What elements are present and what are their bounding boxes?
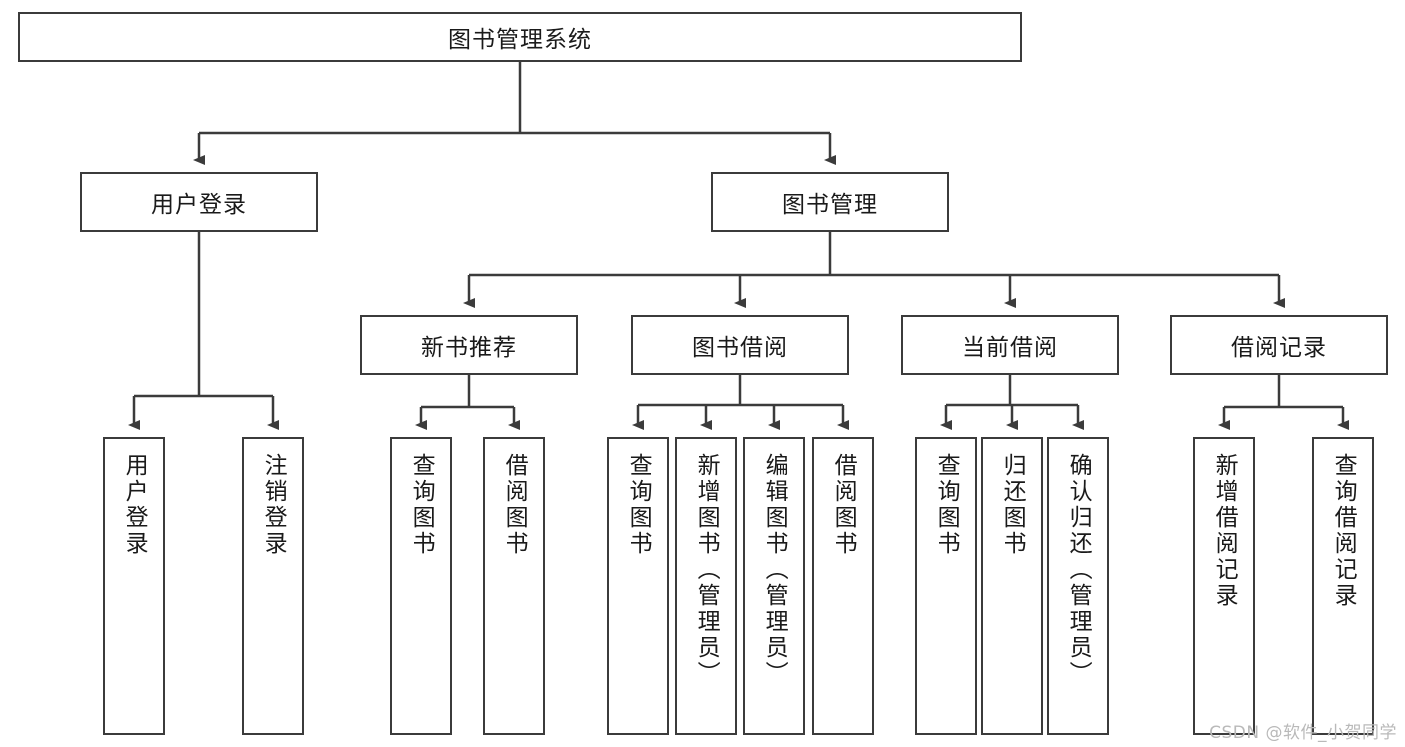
node-label: 编辑图书（管理员） [761,453,788,687]
leaf-record-add[interactable]: 新增借阅记录 [1193,437,1255,735]
node-label: 查询图书 [625,453,652,557]
leaf-borrow-edit-book-admin[interactable]: 编辑图书（管理员） [743,437,805,735]
leaf-new-book-query[interactable]: 查询图书 [390,437,452,735]
leaf-borrow-query-book[interactable]: 查询图书 [607,437,669,735]
node-label: 当前借阅 [962,335,1058,361]
leaf-current-query-book[interactable]: 查询图书 [915,437,977,735]
node-label: 新增图书（管理员） [693,453,720,687]
node-root-book-management-system[interactable]: 图书管理系统 [18,12,1022,62]
node-label: 查询图书 [408,453,435,557]
leaf-new-book-borrow[interactable]: 借阅图书 [483,437,545,735]
node-label: 图书借阅 [692,335,788,361]
node-book-management[interactable]: 图书管理 [711,172,949,232]
node-borrow-record[interactable]: 借阅记录 [1170,315,1388,375]
node-label: 查询图书 [933,453,960,557]
node-label: 借阅记录 [1231,335,1327,361]
node-label: 注销登录 [260,453,287,557]
node-label: 新书推荐 [421,335,517,361]
node-label: 图书管理系统 [448,27,592,53]
leaf-borrow-borrow-book[interactable]: 借阅图书 [812,437,874,735]
node-label: 确认归还（管理员） [1065,453,1092,687]
watermark: CSDN @软件_小贺同学 [1209,723,1397,743]
node-label: 查询借阅记录 [1330,453,1357,609]
node-user-login[interactable]: 用户登录 [80,172,318,232]
leaf-user-login[interactable]: 用户登录 [103,437,165,735]
node-label: 新增借阅记录 [1211,453,1238,609]
leaf-current-confirm-return-admin[interactable]: 确认归还（管理员） [1047,437,1109,735]
leaf-user-logout[interactable]: 注销登录 [242,437,304,735]
node-label: 用户登录 [151,192,247,218]
node-label: 借阅图书 [501,453,528,557]
node-label: 借阅图书 [830,453,857,557]
node-book-borrow[interactable]: 图书借阅 [631,315,849,375]
leaf-borrow-add-book-admin[interactable]: 新增图书（管理员） [675,437,737,735]
node-new-book-recommend[interactable]: 新书推荐 [360,315,578,375]
node-current-borrow[interactable]: 当前借阅 [901,315,1119,375]
node-label: 归还图书 [999,453,1026,557]
leaf-record-query[interactable]: 查询借阅记录 [1312,437,1374,735]
node-label: 用户登录 [121,453,148,557]
leaf-current-return-book[interactable]: 归还图书 [981,437,1043,735]
node-label: 图书管理 [782,192,878,218]
